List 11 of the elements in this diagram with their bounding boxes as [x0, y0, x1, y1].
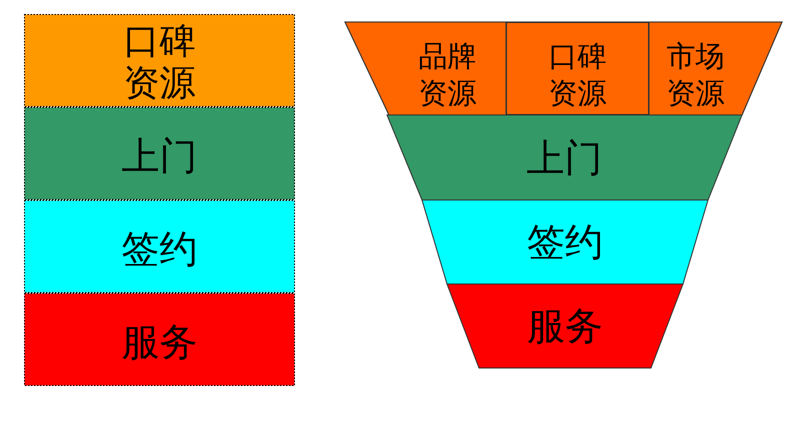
funnel-segment: 口碑资源 [506, 22, 649, 115]
funnel-layer: 服务 [447, 284, 683, 368]
stage-box: 口碑资源 [24, 14, 295, 107]
stage-box: 签约 [24, 200, 295, 293]
funnel-layer: 上门 [387, 115, 742, 200]
stage-box: 服务 [24, 293, 295, 386]
stage-box: 上门 [24, 107, 295, 200]
funnel-segment: 市场资源 [649, 22, 782, 115]
funnel-segment: 品牌资源 [345, 22, 506, 115]
funnel-layer [345, 22, 782, 115]
funnel-layer: 签约 [422, 200, 708, 284]
